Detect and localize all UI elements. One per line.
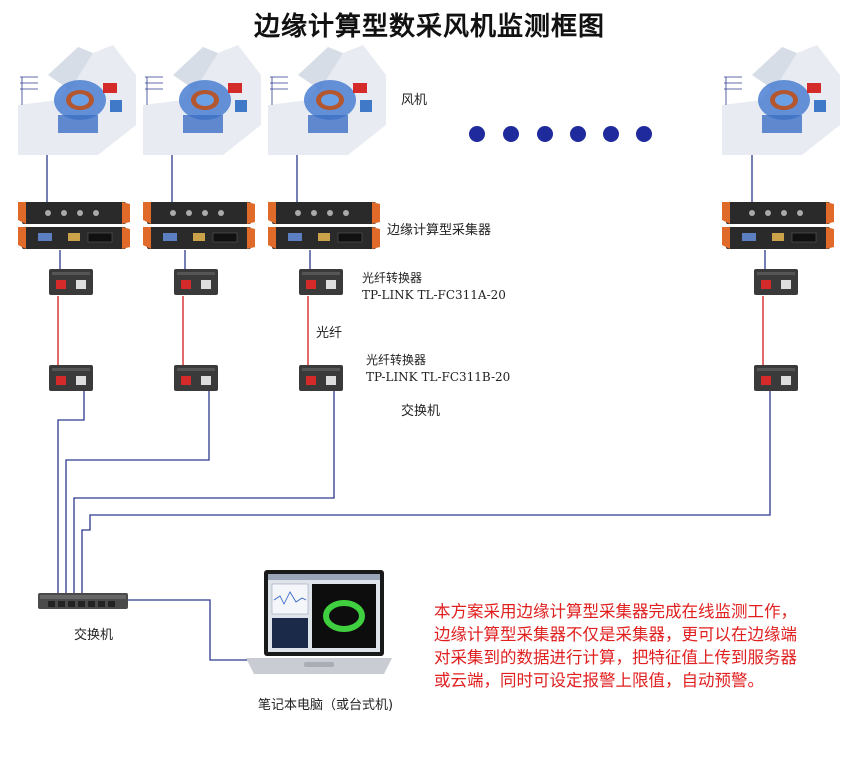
description-line-3: 对采集到的数据进行计算，把特征值上传到服务器: [434, 648, 797, 667]
converter-a-label: 光纤转换器 TP-LINK TL-FC311A-20: [362, 270, 506, 304]
fiber-converter-a-1: [48, 268, 94, 296]
laptop: [244, 570, 394, 690]
converter-b-model: TP-LINK TL-FC311B-20: [366, 370, 511, 384]
network-line-4: [81, 389, 771, 595]
network-line-1: [57, 389, 85, 595]
edge-collector-1: [18, 200, 130, 252]
fiber-converter-b-4: [753, 364, 799, 392]
ellipsis-dot-1: [469, 126, 485, 142]
converter-a-model: TP-LINK TL-FC311A-20: [362, 288, 506, 302]
description-line-4: 或云端，同时可设定报警上限值，自动预警。: [434, 671, 764, 690]
edge-collector-3: [268, 200, 380, 252]
fiber-converter-b-2: [173, 364, 219, 392]
description-line-2: 边缘计算型采集器不仅是采集器，更可以在边缘端: [434, 625, 797, 644]
description-line-1: 本方案采用边缘计算型采集器完成在线监测工作，: [434, 602, 797, 621]
converter-b-label: 光纤转换器 TP-LINK TL-FC311B-20: [366, 352, 510, 386]
network-switch: [38, 592, 128, 610]
fiber-converter-a-3: [298, 268, 344, 296]
turbine-4: [722, 45, 840, 155]
ellipsis-dot-2: [503, 126, 519, 142]
switch-laptop-line: [128, 599, 260, 661]
fiber-converter-b-1: [48, 364, 94, 392]
edge-collector-2: [143, 200, 255, 252]
laptop-label: 笔记本电脑（或台式机): [258, 698, 394, 713]
switch-label-upper: 交换机: [401, 404, 441, 419]
converter-a-name: 光纤转换器: [362, 271, 423, 285]
collector-label: 边缘计算型采集器: [387, 223, 492, 238]
turbine-3: [268, 45, 386, 155]
network-line-2: [65, 389, 210, 595]
ellipsis-dot-6: [636, 126, 652, 142]
network-line-3: [73, 389, 335, 595]
ellipsis-dot-3: [537, 126, 553, 142]
switch-label-lower: 交换机: [74, 628, 114, 643]
fiber-label: 光纤: [316, 326, 343, 341]
converter-b-name: 光纤转换器: [366, 353, 427, 367]
ellipsis-dot-4: [570, 126, 586, 142]
turbine-2: [143, 45, 261, 155]
description-text: 本方案采用边缘计算型采集器完成在线监测工作， 边缘计算型采集器不仅是采集器，更可…: [434, 600, 834, 692]
fiber-converter-b-3: [298, 364, 344, 392]
ellipsis-dot-5: [603, 126, 619, 142]
edge-collector-4: [722, 200, 834, 252]
page-title: 边缘计算型数采风机监测框图: [253, 12, 605, 42]
fiber-converter-a-4: [753, 268, 799, 296]
turbine-1: [18, 45, 136, 155]
turbine-label: 风机: [401, 93, 428, 108]
fiber-converter-a-2: [173, 268, 219, 296]
